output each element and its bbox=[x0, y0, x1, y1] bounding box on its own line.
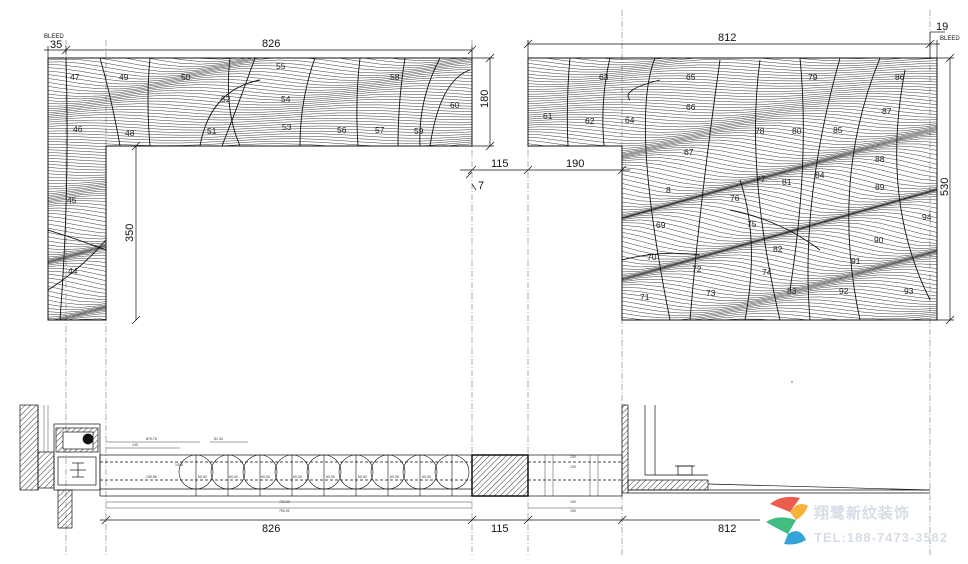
section-label: 750.92 bbox=[279, 509, 290, 513]
section-label: 159.56 bbox=[146, 475, 157, 479]
section-label: 60.00 bbox=[390, 475, 399, 479]
section-drawing bbox=[19, 404, 931, 529]
panel-number: 65 bbox=[686, 72, 696, 82]
panel-number: 81 bbox=[782, 177, 792, 187]
side-dimensions bbox=[131, 53, 955, 325]
section-label: 140 bbox=[132, 443, 138, 447]
panel-number: 45 bbox=[67, 195, 77, 205]
panel-number: 90 bbox=[874, 235, 884, 245]
panel-number: 8 bbox=[666, 185, 671, 195]
top-dimensions bbox=[44, 31, 945, 58]
panel-number: 75 bbox=[747, 219, 757, 229]
panel-number: 79 bbox=[808, 72, 818, 82]
dim-return-190: 190 bbox=[566, 158, 584, 170]
panel-number: 82 bbox=[773, 244, 783, 254]
watermark-logo bbox=[766, 496, 808, 545]
section-label: 734.00 bbox=[279, 500, 290, 504]
panel-number: 76 bbox=[730, 193, 740, 203]
dim-bottom-812: 812 bbox=[718, 523, 736, 535]
section-small-labels: 870.78 81.34 140 159.56 1008 60.00 60.00 60.00 6… bbox=[132, 437, 576, 513]
section-label: 60.00 bbox=[293, 475, 302, 479]
right-panel-numbers: 61 62 63 64 65 66 67 8 69 70 71 72 73 76 75 74 77 78 79 80 8… bbox=[543, 72, 932, 302]
panel-number: 60 bbox=[450, 100, 460, 110]
dim-top-right-width: 812 bbox=[718, 32, 736, 44]
panel-number: 85 bbox=[833, 125, 843, 135]
bleed-label-right: BLEED bbox=[940, 36, 960, 42]
section-label: 1008 bbox=[175, 463, 183, 467]
dim-offset-7: 7 bbox=[478, 180, 484, 192]
panel-number: 53 bbox=[282, 122, 292, 132]
panel-number: 86 bbox=[895, 72, 905, 82]
panel-number: 67 bbox=[684, 147, 694, 157]
panel-number: 44 bbox=[68, 266, 78, 276]
section-label: 60.00 bbox=[358, 475, 367, 479]
panel-number: 63 bbox=[599, 72, 609, 82]
dim-height-530: 530 bbox=[939, 178, 951, 196]
panel-number: 54 bbox=[281, 94, 291, 104]
panel-number: 89 bbox=[875, 182, 885, 192]
panel-number: 59 bbox=[414, 126, 424, 136]
watermark-name: 翔鹭新纹装饰 bbox=[813, 504, 910, 522]
section-label: 81.34 bbox=[214, 437, 223, 441]
panel-number: 71 bbox=[640, 292, 650, 302]
panel-number: 77 bbox=[756, 174, 766, 184]
dim-bottom-826: 826 bbox=[262, 523, 280, 535]
panel-number: 83 bbox=[787, 286, 797, 296]
dim-bleed-right: 19 bbox=[936, 21, 948, 33]
panel-number: 70 bbox=[647, 252, 657, 262]
panel-number: 74 bbox=[762, 267, 772, 277]
panel-number: 87 bbox=[882, 106, 892, 116]
panel-number: 47 bbox=[70, 72, 80, 82]
dim-depth-350: 350 bbox=[124, 224, 136, 242]
panel-number: 69 bbox=[656, 220, 666, 230]
panel-number: 64 bbox=[625, 115, 635, 125]
section-label: 60.00 bbox=[326, 475, 335, 479]
panel-number: 91 bbox=[851, 256, 861, 266]
section-label: 100 bbox=[570, 455, 576, 459]
dim-bottom-115: 115 bbox=[491, 523, 509, 535]
dim-gap-115: 115 bbox=[491, 158, 509, 170]
section-label: 60.00 bbox=[229, 475, 238, 479]
dim-top-left-width: 826 bbox=[262, 38, 280, 50]
panel-number: 58 bbox=[390, 72, 400, 82]
panel-number: 57 bbox=[375, 125, 385, 135]
panel-number: 73 bbox=[706, 288, 716, 298]
section-label: 190 bbox=[570, 509, 576, 513]
panel-number: 78 bbox=[755, 126, 765, 136]
section-label: 190 bbox=[570, 500, 576, 504]
panel-number: 48 bbox=[125, 128, 135, 138]
panel-number: 94 bbox=[922, 212, 932, 222]
section-label: 60.00 bbox=[261, 475, 270, 479]
panel-number: 66 bbox=[686, 102, 696, 112]
panel-number: 80 bbox=[792, 126, 802, 136]
panel-number: 88 bbox=[875, 154, 885, 164]
panel-number: 92 bbox=[839, 286, 849, 296]
section-label: 870.78 bbox=[146, 437, 157, 441]
watermark-tel: TEL:188-7473-3582 bbox=[814, 530, 948, 545]
panel-number: 61 bbox=[543, 111, 553, 121]
section-label: 60.00 bbox=[198, 475, 207, 479]
bleed-label-left: BLEED bbox=[44, 34, 64, 40]
panel-number: 52 bbox=[221, 94, 231, 104]
dim-height-180: 180 bbox=[479, 90, 491, 108]
panel-number: 46 bbox=[73, 124, 83, 134]
panel-number: 49 bbox=[119, 72, 129, 82]
panel-number: 72 bbox=[692, 264, 702, 274]
section-label: 100 bbox=[570, 465, 576, 469]
dim-bleed-left: 35 bbox=[50, 39, 62, 51]
left-panel-numbers: 47 46 45 44 49 48 50 51 52 55 54 53 56 57 58 59 60 bbox=[67, 61, 460, 276]
panel-number: 51 bbox=[207, 126, 217, 136]
section-label: 60.00 bbox=[422, 475, 431, 479]
panel-number: 55 bbox=[276, 61, 286, 71]
panel-number: 62 bbox=[585, 116, 595, 126]
panel-number: 50 bbox=[181, 72, 191, 82]
panel-number: 56 bbox=[337, 125, 347, 135]
panel-number: 84 bbox=[815, 170, 825, 180]
panel-number: 93 bbox=[904, 286, 914, 296]
